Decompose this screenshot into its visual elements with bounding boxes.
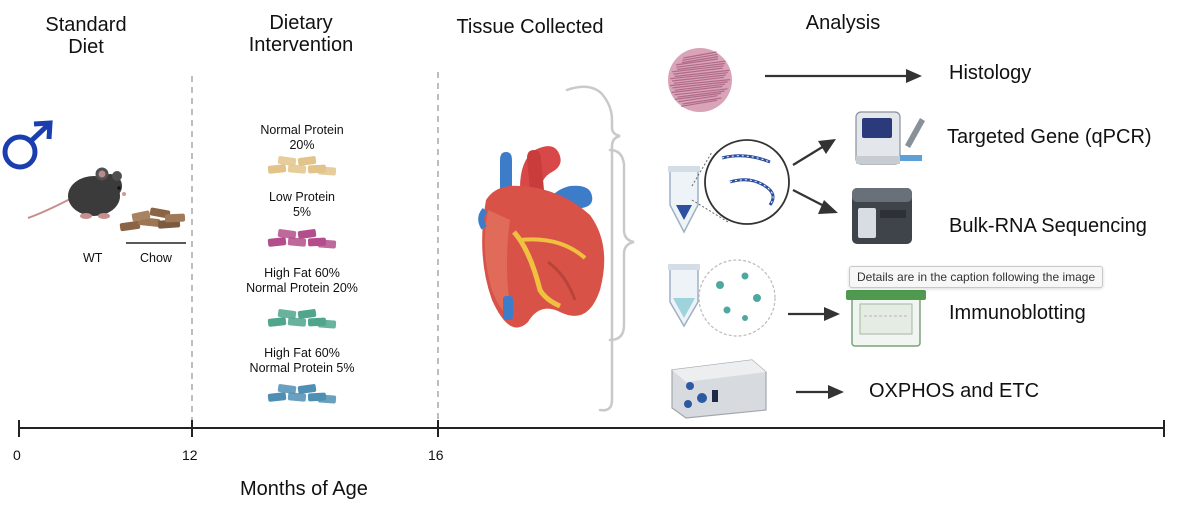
chow-label: Chow: [140, 251, 172, 265]
header-standard-diet-line2: Diet: [68, 36, 104, 58]
genotype-label: WT: [83, 251, 103, 265]
sequencer-icon: [852, 188, 912, 244]
analysis-qpcr: Targeted Gene (qPCR): [947, 126, 1152, 148]
tick-label-12: 12: [182, 447, 198, 463]
tube-icon: [668, 264, 700, 328]
qpcr-machine-icon: [855, 111, 925, 165]
histology-slide-icon: [668, 48, 732, 112]
diet-line2: Normal Protein 5%: [249, 361, 355, 375]
diet-line1: High Fat 60%: [264, 266, 340, 280]
diet-line2: Normal Protein 20%: [246, 281, 358, 295]
heart-icon: [478, 146, 605, 328]
diet-pellets-icon: [267, 156, 337, 404]
diet-label-high-fat-low-protein: High Fat 60% Normal Protein 5%: [202, 346, 402, 376]
header-analysis: Analysis: [805, 12, 881, 34]
diet-label-low-protein: Low Protein 5%: [202, 190, 402, 220]
diet-line1: Normal Protein: [260, 123, 344, 137]
diet-pellet-pile: [267, 384, 337, 404]
tube-icon: [668, 166, 700, 234]
header-dietary-intervention-line1: Dietary: [269, 12, 333, 34]
arrow-icon: [765, 69, 922, 399]
male-symbol-icon: [2, 120, 53, 170]
tick-label-0: 0: [13, 447, 21, 463]
header-tissue-collected: Tissue Collected: [456, 16, 604, 38]
diet-pellet-pile: [267, 229, 337, 249]
timeline-axis-label: Months of Age: [240, 478, 368, 500]
protein-magnifier-icon: [698, 259, 776, 337]
diet-label-high-fat-normal-protein: High Fat 60% Normal Protein 20%: [202, 266, 402, 296]
diet-line1: Low Protein: [268, 190, 335, 204]
tick-label-16: 16: [428, 447, 444, 463]
diet-line2: 20%: [289, 138, 315, 152]
blot-tank-icon: [846, 290, 926, 347]
analysis-oxphos-etc: OXPHOS and ETC: [869, 380, 1040, 402]
analysis-immunoblotting: Immunoblotting: [949, 302, 1086, 324]
diet-line1: High Fat 60%: [264, 346, 340, 360]
timeline-axis: [18, 420, 1165, 437]
analysis-bulk-rna-seq: Bulk-RNA Sequencing: [949, 215, 1147, 237]
mouse-icon: [27, 167, 126, 219]
caption-tooltip: Details are in the caption following the…: [849, 266, 1104, 288]
respirometer-icon: [671, 359, 767, 419]
rna-magnifier-icon: [691, 139, 790, 225]
header-standard-diet-line1: Standard: [45, 14, 127, 36]
chow-pellets-icon: [119, 207, 186, 232]
diet-line2: 5%: [292, 205, 312, 219]
header-standard-diet: Standard Diet: [26, 14, 146, 58]
diet-pellet-pile: [267, 309, 337, 329]
diet-label-normal-protein: Normal Protein 20%: [202, 123, 402, 153]
header-dietary-intervention: Dietary Intervention: [231, 12, 371, 56]
brace-icon: [565, 85, 635, 412]
analysis-histology: Histology: [949, 62, 1032, 84]
header-dietary-intervention-line2: Intervention: [248, 34, 354, 56]
diet-pellet-pile: [267, 156, 337, 176]
